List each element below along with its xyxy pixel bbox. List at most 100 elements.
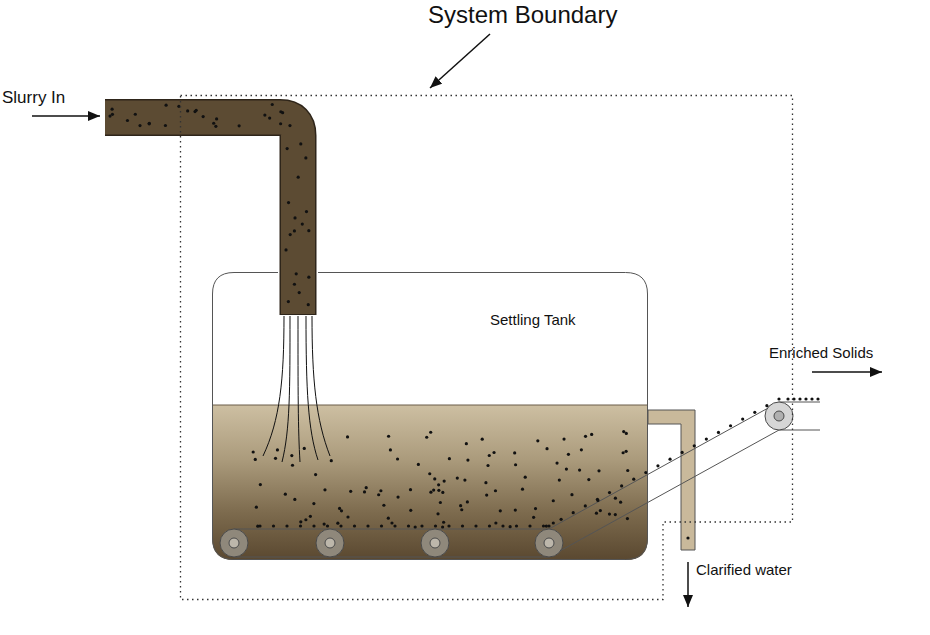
particle [436, 512, 439, 515]
stream-label: Slurry In [2, 88, 65, 108]
particle [614, 497, 617, 500]
particle [288, 124, 291, 127]
particle [534, 507, 537, 510]
particle [417, 463, 420, 466]
particle [494, 489, 497, 492]
particle [290, 454, 293, 457]
particle [126, 119, 129, 122]
slurry-stream [263, 316, 330, 462]
particle [717, 431, 720, 434]
particle [542, 524, 545, 527]
particle [379, 489, 382, 492]
particle [195, 109, 198, 112]
particle [547, 524, 550, 527]
particle [287, 201, 290, 204]
particle [622, 430, 625, 433]
particle [484, 481, 487, 484]
particle [626, 517, 629, 520]
particle [214, 125, 217, 128]
particle [284, 493, 287, 496]
system-boundary: System BoundarySettling Tank [180, 95, 793, 600]
particle [215, 117, 218, 120]
particle [786, 397, 789, 400]
particle [425, 436, 428, 439]
particle [297, 176, 300, 179]
particle [614, 513, 617, 516]
particle [323, 488, 326, 491]
tank-outline [212, 272, 648, 560]
particle [552, 499, 555, 502]
particle [545, 447, 548, 450]
particle [488, 454, 491, 457]
particle [259, 483, 262, 486]
particle [741, 417, 744, 420]
particle [514, 463, 517, 466]
particle [307, 229, 310, 232]
particle [134, 113, 137, 116]
particle [314, 473, 317, 476]
particle [465, 442, 468, 445]
particle [164, 124, 167, 127]
particle [291, 464, 294, 467]
particle [289, 233, 292, 236]
particle [279, 110, 282, 113]
particle [552, 521, 555, 524]
particle [299, 524, 302, 527]
particle [513, 451, 516, 454]
particle [555, 461, 558, 464]
tank-wall [213, 273, 648, 560]
particle [481, 438, 484, 441]
particle [304, 518, 307, 521]
particle [254, 458, 257, 461]
particle [409, 488, 412, 491]
particle [323, 522, 326, 525]
particle [608, 513, 611, 516]
particle [420, 524, 423, 527]
particle [186, 109, 189, 112]
particle [816, 397, 819, 400]
particle [138, 124, 141, 127]
particle [461, 524, 464, 527]
particle [442, 521, 445, 524]
particle [432, 488, 435, 491]
stream-label: Enriched Solids [769, 344, 873, 361]
particle [312, 502, 315, 505]
particle [255, 506, 258, 509]
particle [625, 432, 628, 435]
particle [644, 471, 647, 474]
inflow-arrow [32, 115, 100, 117]
particle [284, 248, 287, 251]
particle [810, 397, 813, 400]
particle [377, 493, 380, 496]
particle [729, 424, 732, 427]
particle [285, 524, 288, 527]
particle [532, 516, 535, 519]
particle [326, 524, 329, 527]
particle [765, 404, 768, 407]
particle [287, 300, 290, 303]
particle [380, 524, 383, 527]
particle [485, 493, 488, 496]
particle [382, 504, 385, 507]
particle [804, 397, 807, 400]
particle [238, 124, 241, 127]
particle [346, 435, 349, 438]
particle [528, 524, 531, 527]
particle [590, 433, 593, 436]
particle [274, 457, 277, 460]
particle [515, 524, 518, 527]
particle [414, 525, 417, 528]
particle [466, 458, 469, 461]
particle [562, 438, 565, 441]
particle [488, 524, 491, 527]
particle [365, 486, 368, 489]
slurry-pipe [105, 118, 298, 315]
particle [572, 511, 575, 514]
particle [307, 303, 310, 306]
particle [298, 291, 301, 294]
particle [148, 122, 151, 125]
particle [447, 524, 450, 527]
particle [336, 522, 339, 525]
solids-out-arrow [812, 371, 882, 373]
